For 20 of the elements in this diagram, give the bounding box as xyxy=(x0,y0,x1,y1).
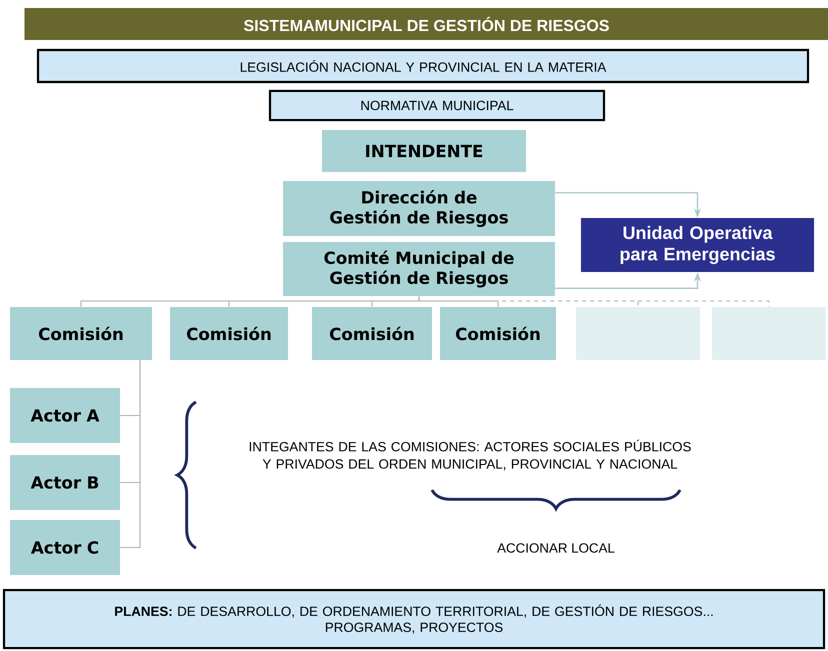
title-band: SISTEMAMUNICIPAL DE GESTIÓN DE RIESGOS xyxy=(24,8,828,40)
org-box: Comisión xyxy=(170,306,288,360)
org-box: INTENDENTE xyxy=(322,130,526,172)
org-box: Actor C xyxy=(10,520,120,575)
note-text: ACCIONAR LOCAL xyxy=(497,543,614,553)
org-box: Comisión xyxy=(440,306,556,360)
unit-box: Unidad Operativa para Emergencias xyxy=(580,218,814,272)
org-box: Comisión xyxy=(10,306,152,360)
framed-box: PLANES: DE DESARROLLO, DE ORDENAMIENTO TERRITORIAL, DE GESTIÓN DE RIESGOS... PROGRAMAS, PROYECTOS xyxy=(2,588,826,650)
framed-box: LEGISLACIÓN NACIONAL Y PROVINCIAL EN LA MATERIA xyxy=(36,48,810,84)
org-box: Dirección de Gestión de Riesgos xyxy=(283,181,555,236)
org-box: Comisión xyxy=(312,306,432,360)
connector xyxy=(120,360,141,548)
framed-box: NORMATIVA MUNICIPAL xyxy=(268,90,606,122)
note-text: INTEGANTES DE LAS COMISIONES: ACTORES SOCIALES PÚBLICOS Y PRIVADOS DEL ORDEN MUNICIPAL, PROVINCIAL Y NACIONAL xyxy=(250,440,691,470)
empty-box xyxy=(712,306,826,360)
org-box: Actor B xyxy=(10,455,120,510)
empty-box xyxy=(576,306,700,360)
org-box: Actor A xyxy=(10,388,120,443)
org-box: Comité Municipal de Gestión de Riesgos xyxy=(283,242,555,296)
